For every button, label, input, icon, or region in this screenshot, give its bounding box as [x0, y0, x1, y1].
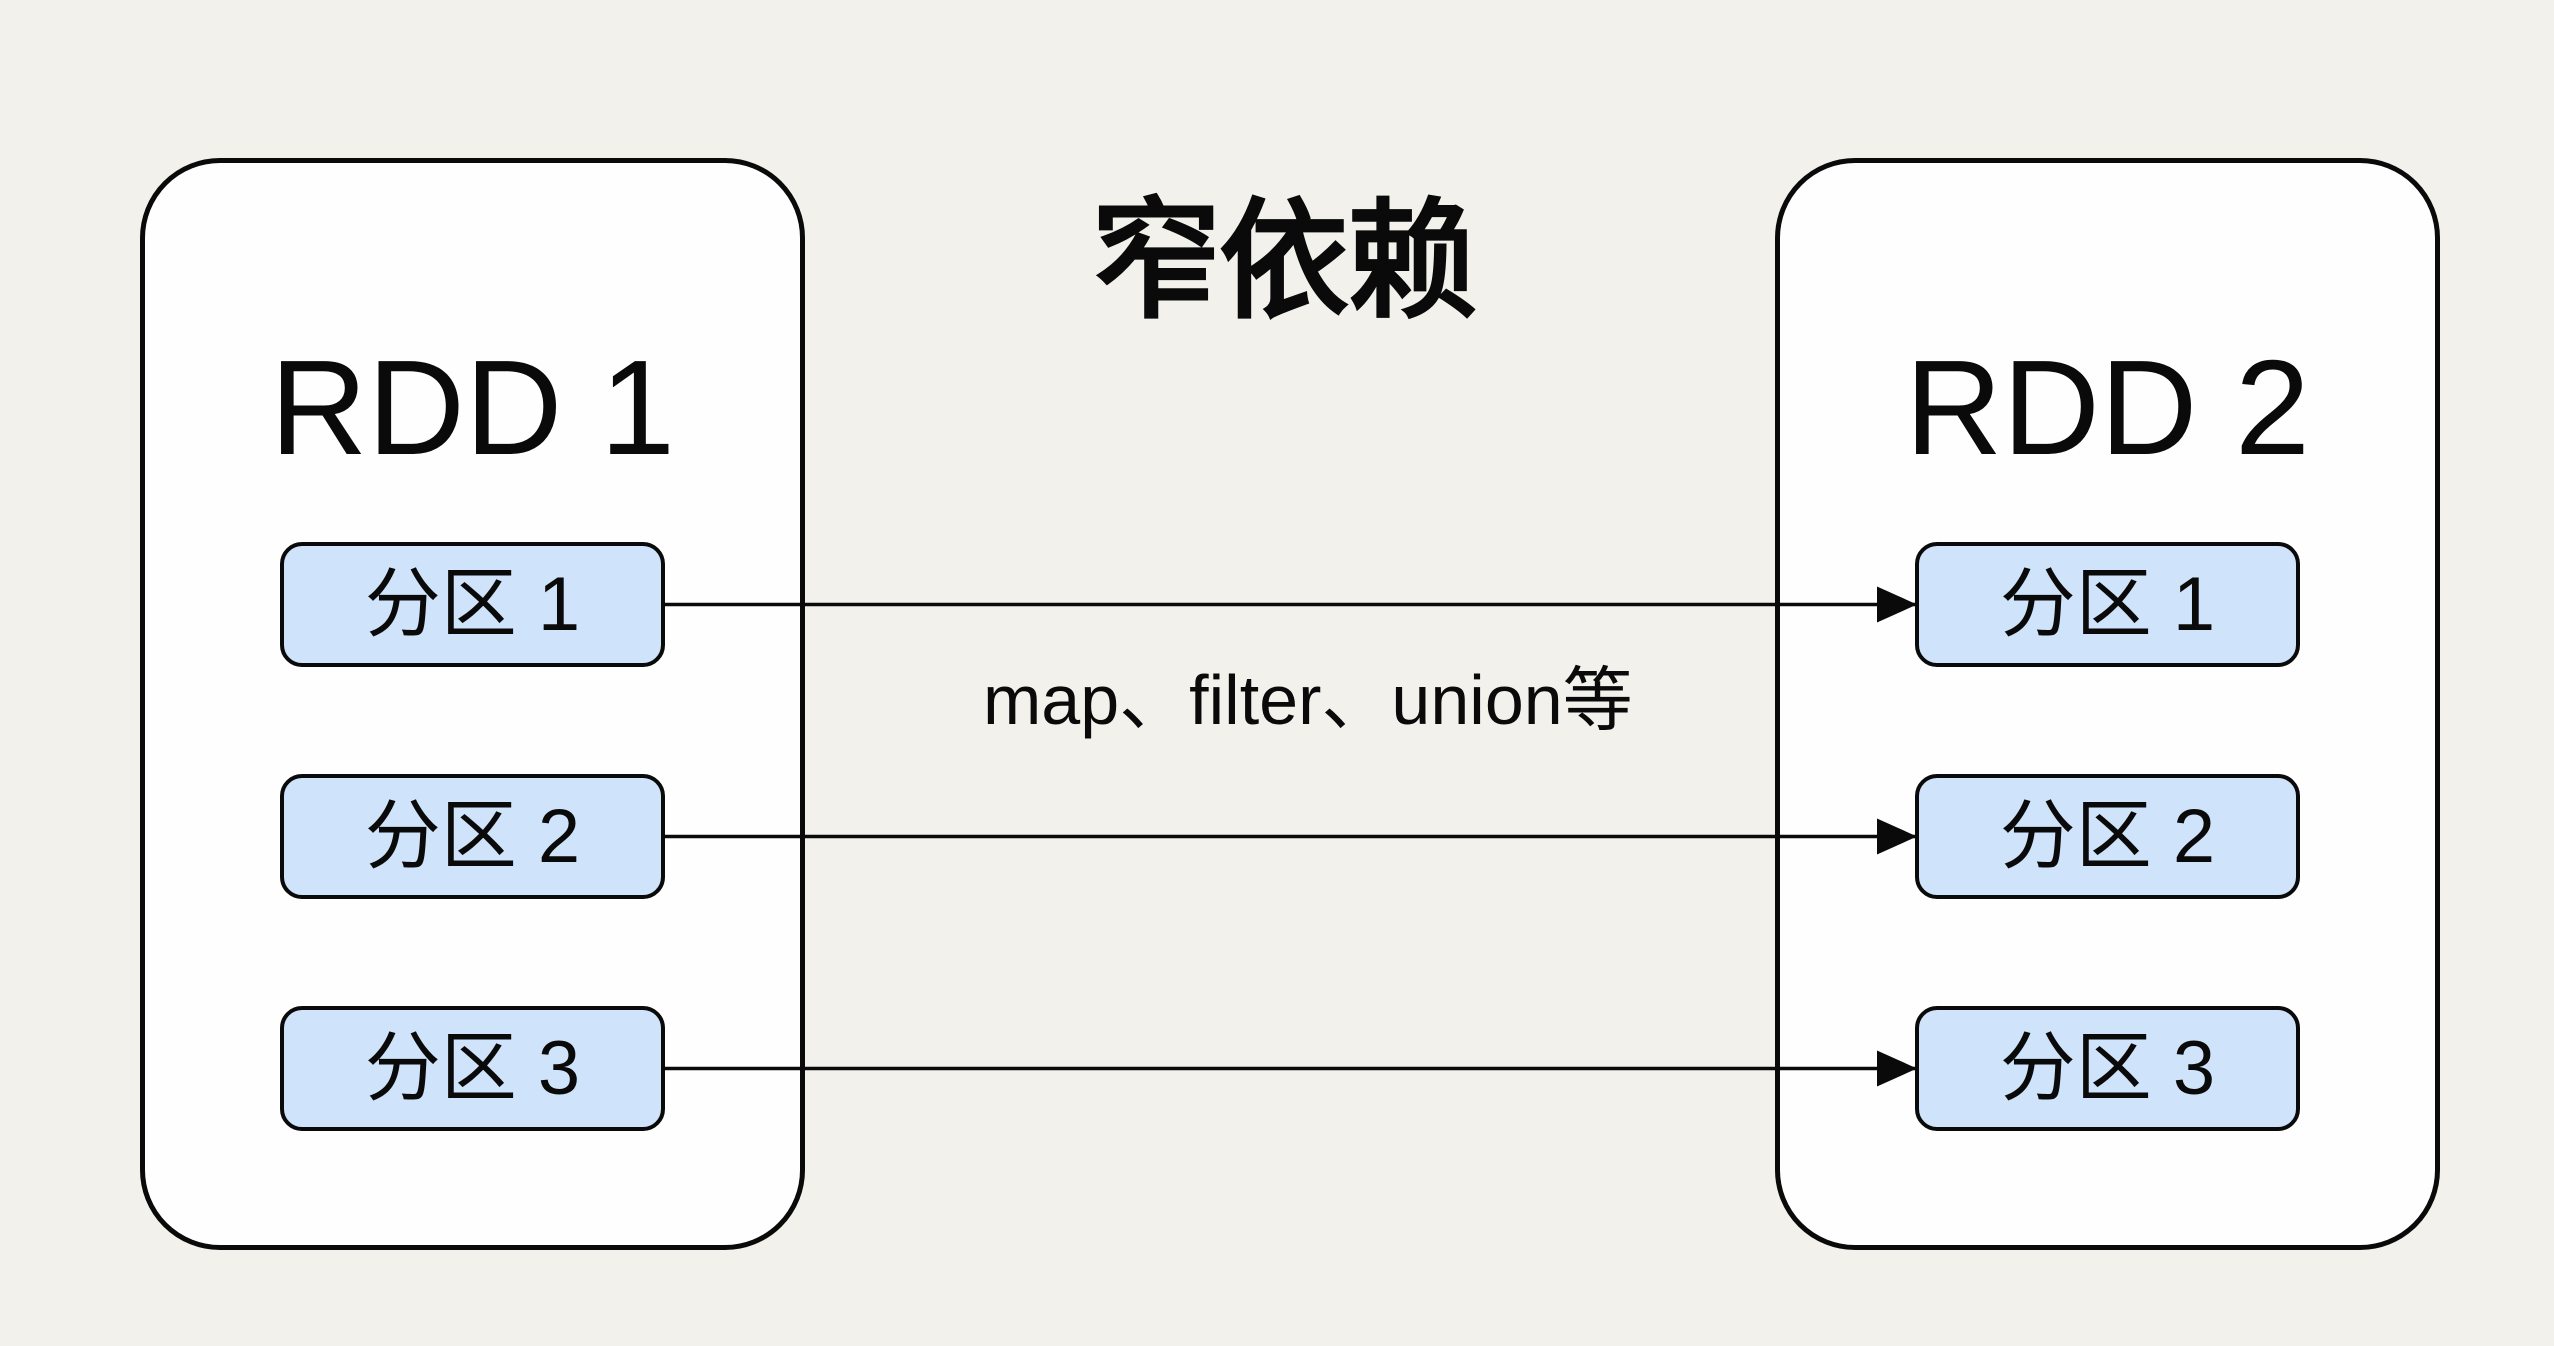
rdd1-partition-1: 分区 1	[280, 542, 665, 667]
rdd1-partition-2: 分区 2	[280, 774, 665, 899]
rdd1-partition-3: 分区 3	[280, 1006, 665, 1131]
rdd2-partition-1: 分区 1	[1915, 542, 2300, 667]
operation-label: map、filter、union等	[983, 661, 1633, 739]
rdd2-partition-2: 分区 2	[1915, 774, 2300, 899]
rdd1-container: RDD 1 分区 1 分区 2 分区 3	[140, 158, 805, 1250]
diagram-title: 窄依赖	[1090, 188, 1477, 334]
rdd2-partition-3: 分区 3	[1915, 1006, 2300, 1131]
rdd2-container: RDD 2 分区 1 分区 2 分区 3	[1775, 158, 2440, 1250]
rdd2-label: RDD 2	[1904, 332, 2311, 483]
rdd1-label: RDD 1	[269, 332, 676, 483]
